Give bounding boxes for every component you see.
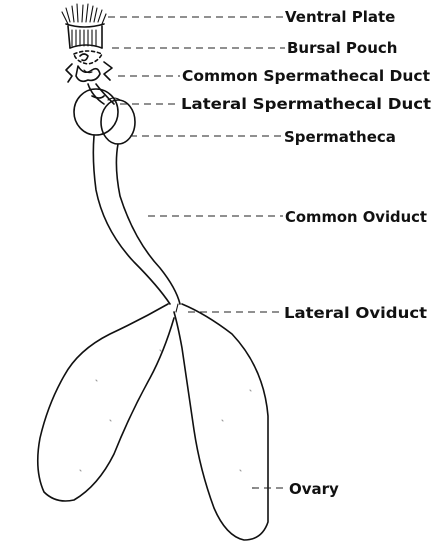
label-spermatheca: Spermatheca bbox=[284, 128, 396, 146]
label-ventral-plate: Ventral Plate bbox=[285, 8, 395, 26]
label-common-oviduct: Common Oviduct bbox=[285, 208, 427, 226]
label-lateral-spermathecal-duct: Lateral Spermathecal Duct bbox=[181, 95, 431, 113]
spermatheca bbox=[74, 84, 135, 144]
labels: Ventral Plate Bursal Pouch Common Sperma… bbox=[181, 8, 431, 498]
common-oviduct bbox=[93, 136, 180, 304]
ovary bbox=[38, 304, 268, 540]
label-common-spermathecal-duct: Common Spermathecal Duct bbox=[182, 67, 430, 85]
label-lateral-oviduct: Lateral Oviduct bbox=[284, 304, 427, 322]
leader-lines bbox=[108, 17, 287, 488]
label-ovary: Ovary bbox=[289, 480, 339, 498]
label-bursal-pouch: Bursal Pouch bbox=[287, 39, 397, 57]
bursal-pouch bbox=[70, 45, 102, 64]
ventral-plate bbox=[62, 4, 106, 48]
common-spermathecal-duct bbox=[66, 62, 112, 82]
